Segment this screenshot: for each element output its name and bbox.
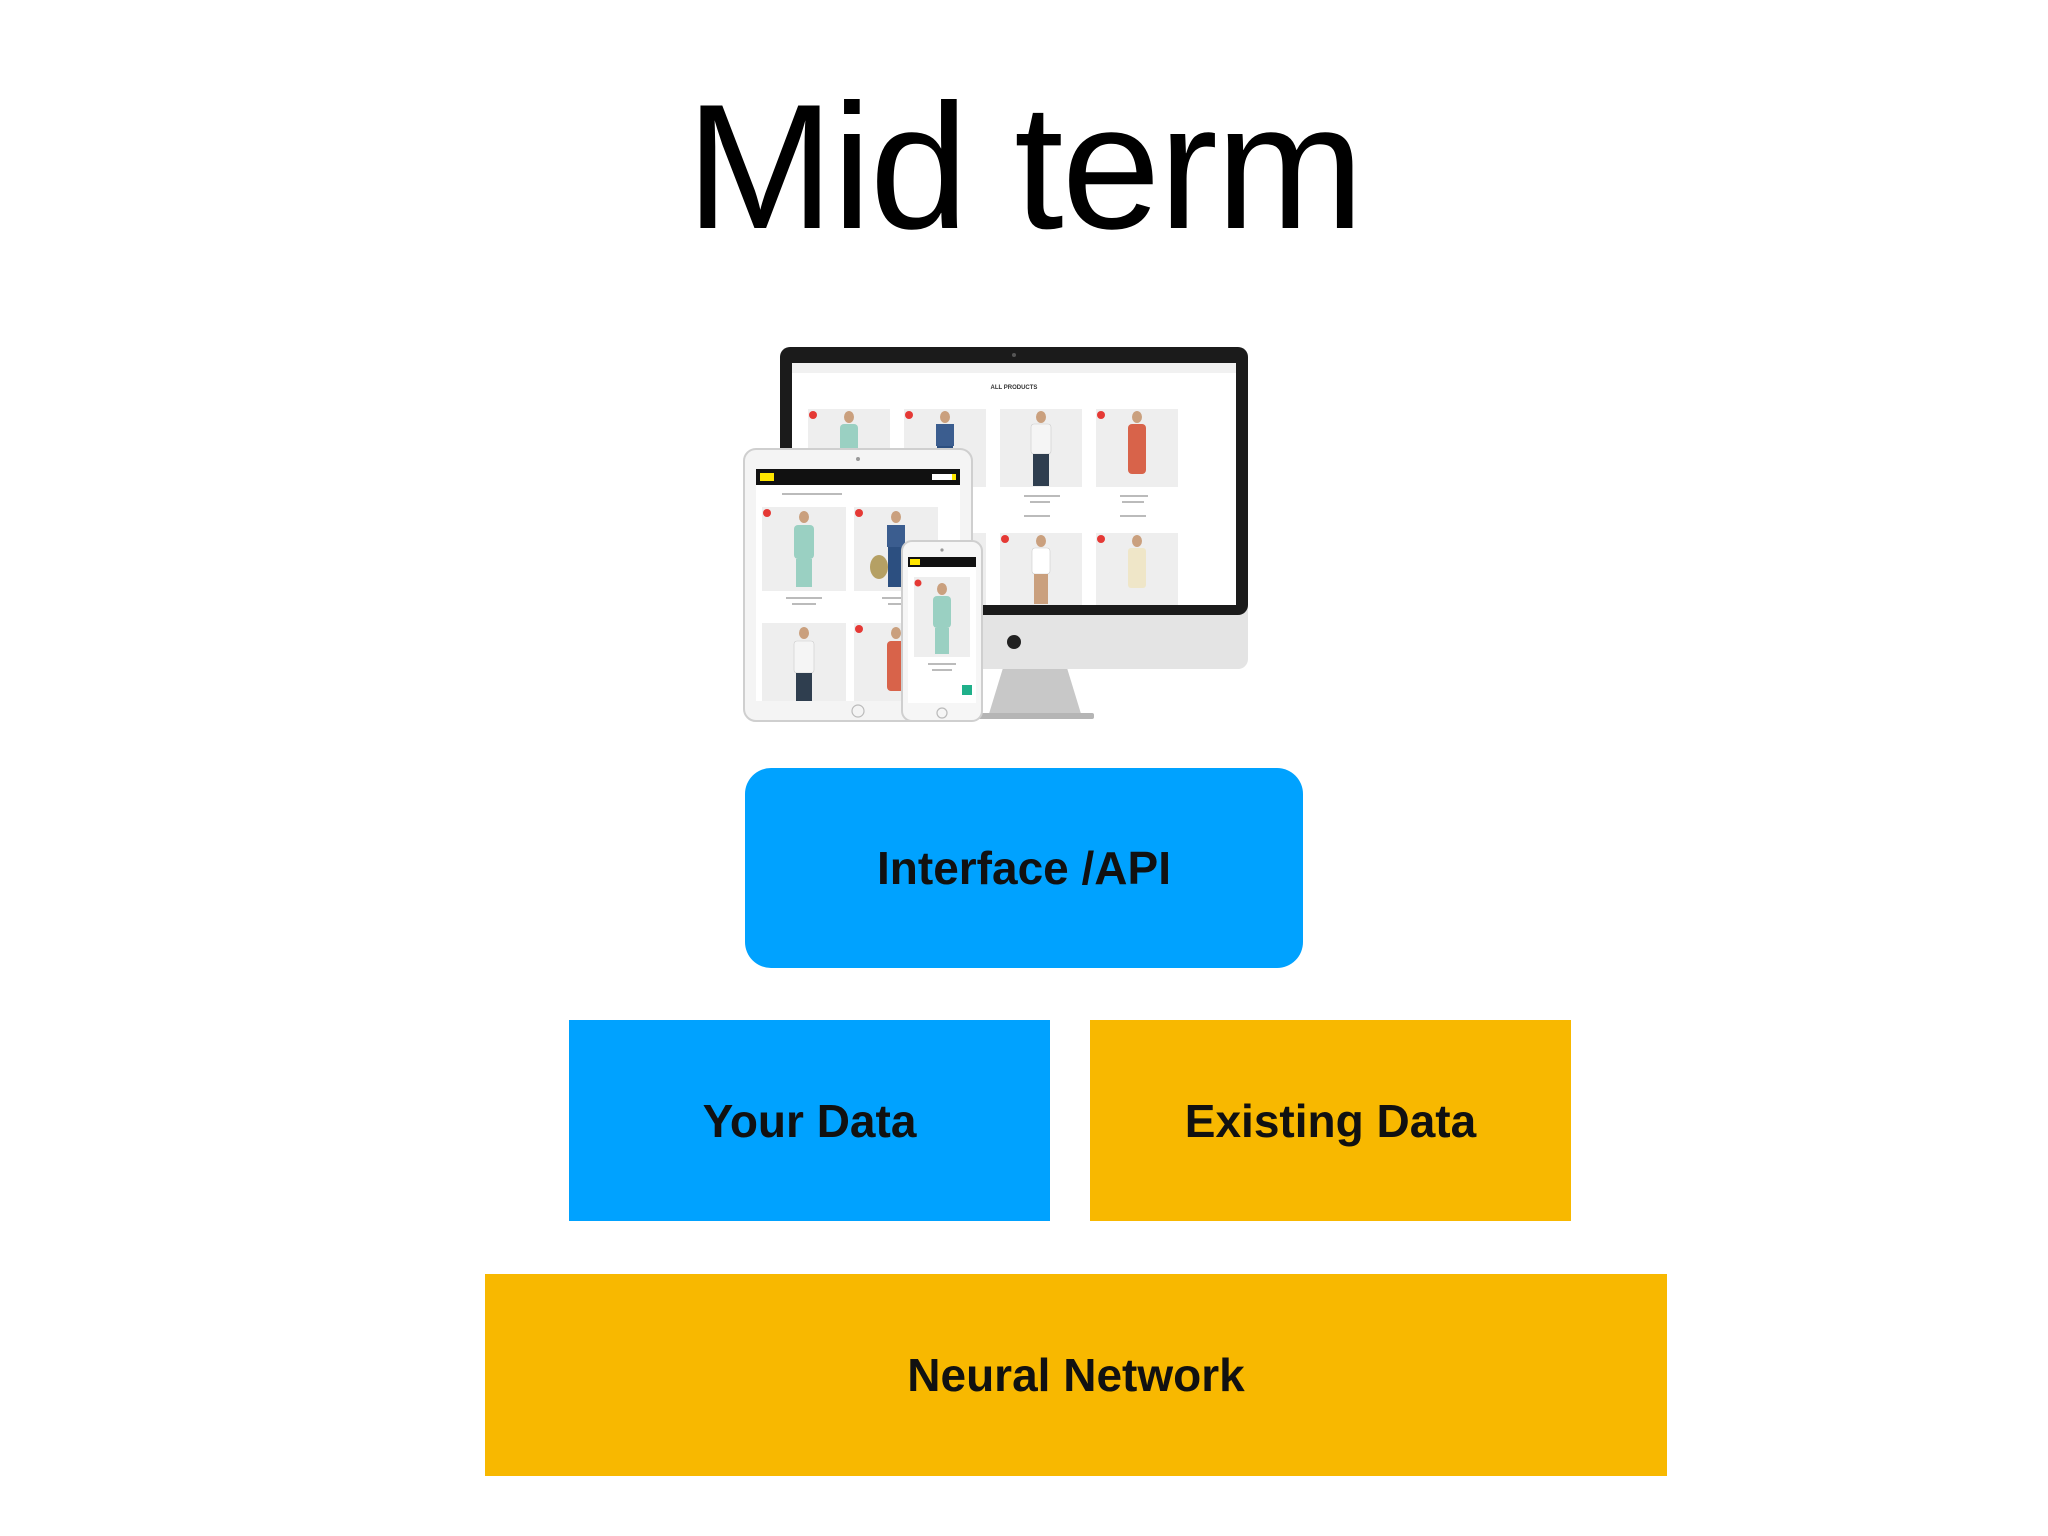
interface-api-label: Interface /API: [877, 842, 1171, 894]
your-data-block: Your Data: [569, 1020, 1050, 1221]
phone-device: [901, 540, 983, 722]
your-data-label: Your Data: [702, 1094, 917, 1147]
existing-data-block: Existing Data: [1090, 1020, 1571, 1221]
neural-network-label: Neural Network: [907, 1349, 1245, 1401]
interface-api-block: Interface /API: [745, 768, 1303, 968]
devices-illustration: ALL PRODUCTS: [743, 347, 1248, 722]
existing-data-label: Existing Data: [1184, 1094, 1477, 1147]
slide-title: Mid term: [685, 67, 1364, 266]
desktop-header-text: ALL PRODUCTS: [991, 385, 1038, 391]
neural-network-block: Neural Network: [485, 1274, 1667, 1476]
